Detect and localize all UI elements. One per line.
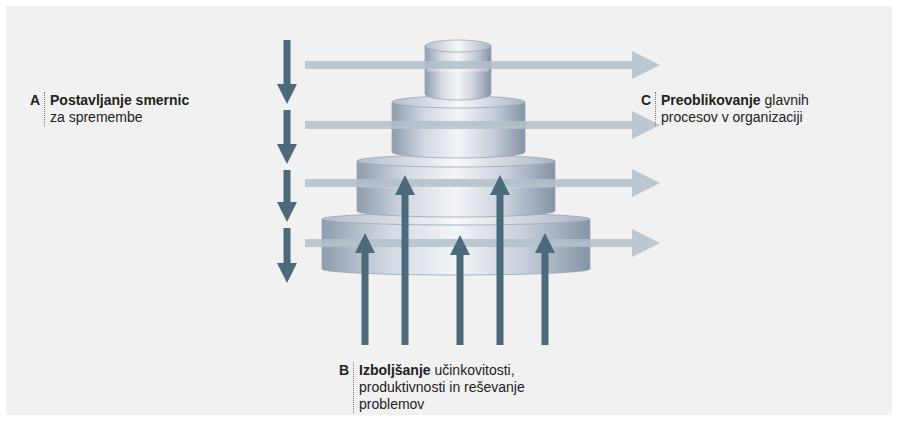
downward-arrow (277, 110, 297, 164)
label-heading: Preoblikovanje (661, 92, 761, 108)
label-body: Postavljanje smernic za spremembe (44, 92, 202, 126)
label-body: Preoblikovanje glavnih procesov v organi… (655, 92, 833, 126)
label-text: za spremembe (50, 109, 143, 125)
label-heading: Postavljanje smernic (50, 92, 189, 108)
horizontal-arrow (305, 51, 660, 79)
callout-letter: C (641, 92, 651, 109)
upward-arrow (355, 233, 375, 345)
horizontal-arrow (305, 169, 660, 197)
downward-arrow (277, 228, 297, 283)
label-body: Izboljšanje učinkovitosti, produktivnost… (353, 362, 555, 413)
downward-arrow (277, 170, 297, 222)
upward-arrow (535, 233, 555, 345)
upward-arrow (395, 175, 415, 345)
callout-letter: B (339, 362, 349, 379)
downward-arrow (277, 40, 297, 104)
pyramid-tier (425, 40, 491, 100)
label-heading: Izboljšanje (359, 362, 431, 378)
upward-arrow (490, 175, 510, 345)
callout-letter: A (30, 92, 40, 109)
horizontal-arrow (305, 111, 660, 139)
upward-arrow (450, 235, 470, 345)
